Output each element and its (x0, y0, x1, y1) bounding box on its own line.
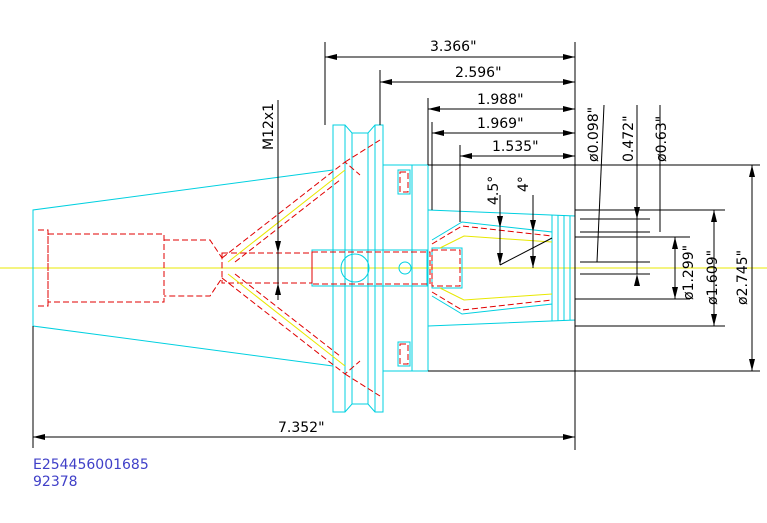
dim-1969: 1.969" (477, 116, 524, 132)
part-outline (32, 124, 576, 413)
angle-45: 4.5° (486, 176, 502, 205)
dim-3366: 3.366" (430, 39, 477, 55)
dim-7352: 7.352" (278, 420, 325, 436)
dim-2596: 2.596" (455, 65, 502, 81)
part-number: 92378 (33, 474, 78, 490)
dimension-lines (32, 42, 760, 450)
part-code: E254456001685 (33, 457, 149, 473)
dim-d0098: ø0.098" (586, 107, 602, 162)
inner-lines (227, 169, 553, 367)
dim-1988: 1.988" (477, 92, 524, 108)
hidden-lines (38, 139, 553, 397)
dim-d1299: ø1.299" (681, 245, 697, 300)
dim-d063: ø0.63" (654, 116, 670, 162)
dim-d1609: ø1.609" (705, 250, 721, 305)
dim-1535: 1.535" (492, 139, 539, 155)
angle-4: 4° (516, 176, 532, 192)
dim-0472: 0.472" (621, 115, 637, 162)
dim-d2745: ø2.745" (735, 250, 751, 305)
dim-m12x1: M12x1 (261, 103, 277, 150)
arrowheads (33, 54, 755, 440)
